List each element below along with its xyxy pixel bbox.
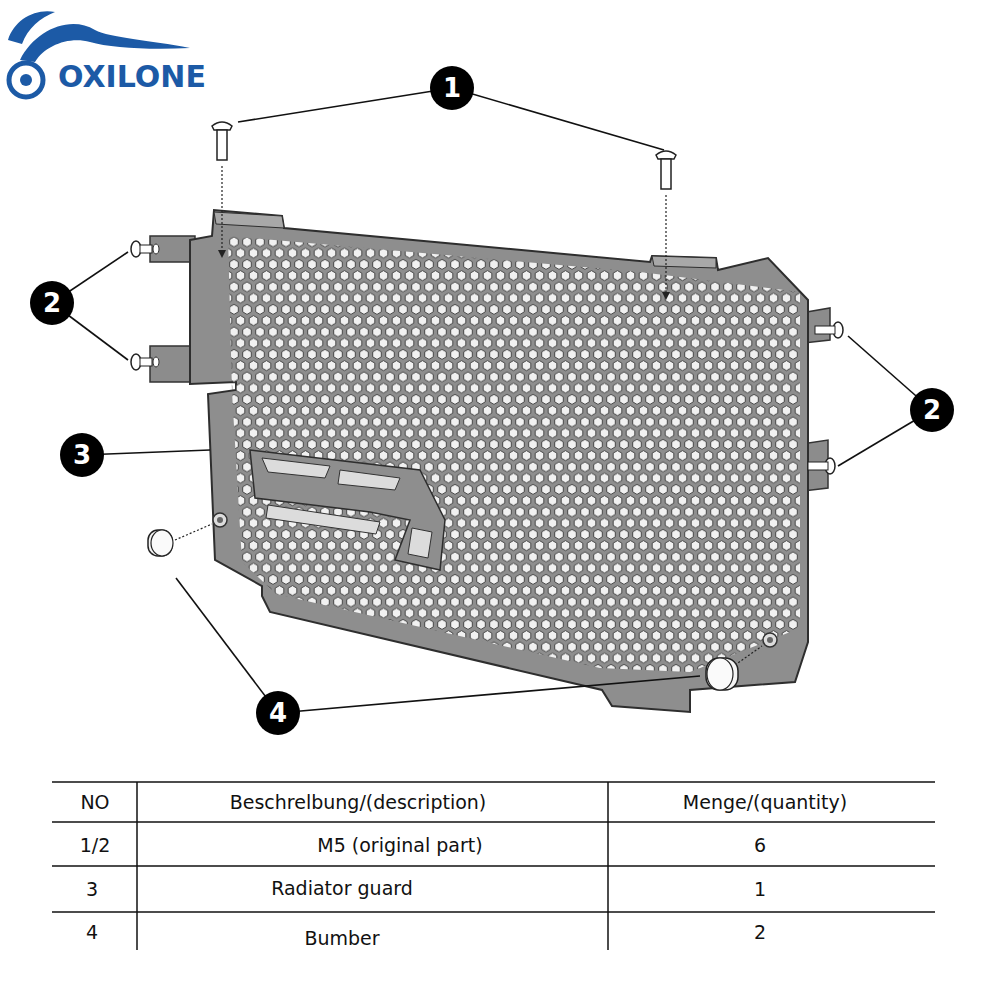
emblem [250,450,445,570]
table-cell: M5 (original part) [317,835,482,856]
callout-text: 2 [923,397,941,423]
screw [212,122,676,300]
callout-text: 2 [43,290,61,316]
hex-mesh [200,180,820,700]
callout-text: 3 [73,442,91,468]
callout-text: 1 [443,75,461,101]
table-cell: 1 [754,879,766,900]
table-cell: 4 [86,922,98,943]
table-cell: 6 [754,835,766,856]
bolt [131,241,843,474]
table-header: NO [80,792,109,813]
callout-number: 2 [910,388,954,432]
table-header: Beschrelbung/(description) [230,792,487,813]
leader-line [52,88,932,713]
table-cell: 3 [86,879,98,900]
table-grid [52,782,935,950]
callout-number: 4 [256,691,300,735]
table-cell: 1/2 [80,835,111,856]
callout-text: 4 [269,700,287,726]
callout-number: 1 [430,66,474,110]
table-cell: Radiator guard [271,878,413,899]
callout-number: 3 [60,433,104,477]
table-header: Menge/(quantity) [683,792,847,813]
table-cell: 2 [754,922,766,943]
table-cell: Bumber [304,928,379,949]
logo-text: OXILONE [58,60,206,93]
callout-number: 2 [30,281,74,325]
bumper [148,524,762,690]
